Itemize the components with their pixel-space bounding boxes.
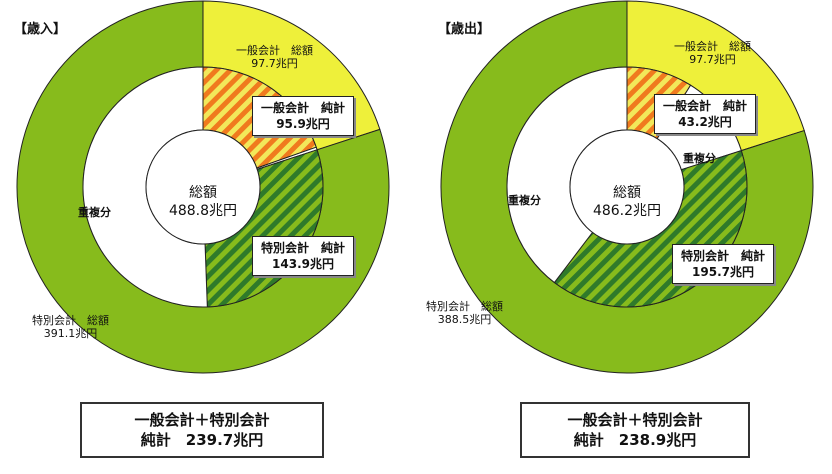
center-circle bbox=[145, 129, 261, 245]
summary-expenditure: 一般会計＋特別会計純計 238.9兆円 bbox=[520, 402, 750, 458]
revenue-title: 【歳入】 bbox=[14, 22, 67, 37]
expenditure-title: 【歳出】 bbox=[438, 22, 491, 37]
summary-revenue: 一般会計＋特別会計純計 239.7兆円 bbox=[80, 402, 324, 458]
label-overlap: 重複分 bbox=[508, 194, 541, 207]
label-overlap-general: 重複分 bbox=[683, 152, 716, 165]
label-overlap: 重複分 bbox=[78, 206, 111, 219]
center-circle bbox=[569, 129, 685, 245]
